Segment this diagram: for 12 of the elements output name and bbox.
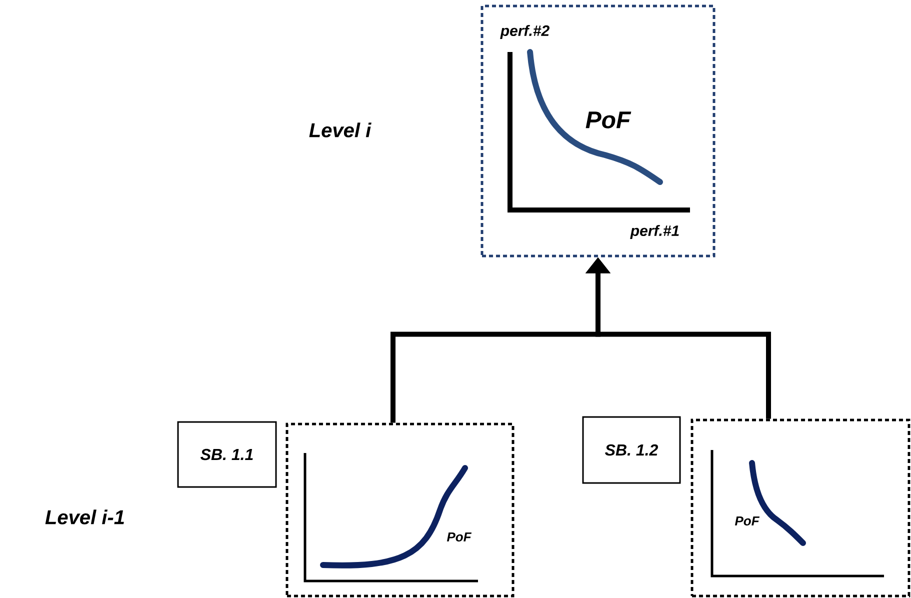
chart-panel: [690, 418, 910, 598]
curve-label: PoF: [586, 112, 632, 128]
label-box: SB. 1.2: [582, 416, 681, 484]
level-label: Level i: [309, 122, 372, 138]
chart-panel: [480, 4, 716, 258]
axis-label: perf.#1: [630, 225, 679, 239]
axis-label: perf.#2: [500, 25, 550, 39]
label-box: SB. 1.1: [177, 421, 277, 488]
curve-label: PoF: [734, 516, 760, 526]
level-label: Level i-1: [45, 510, 124, 524]
curve-label: PoF: [446, 532, 472, 542]
chart-panel: [286, 422, 514, 598]
